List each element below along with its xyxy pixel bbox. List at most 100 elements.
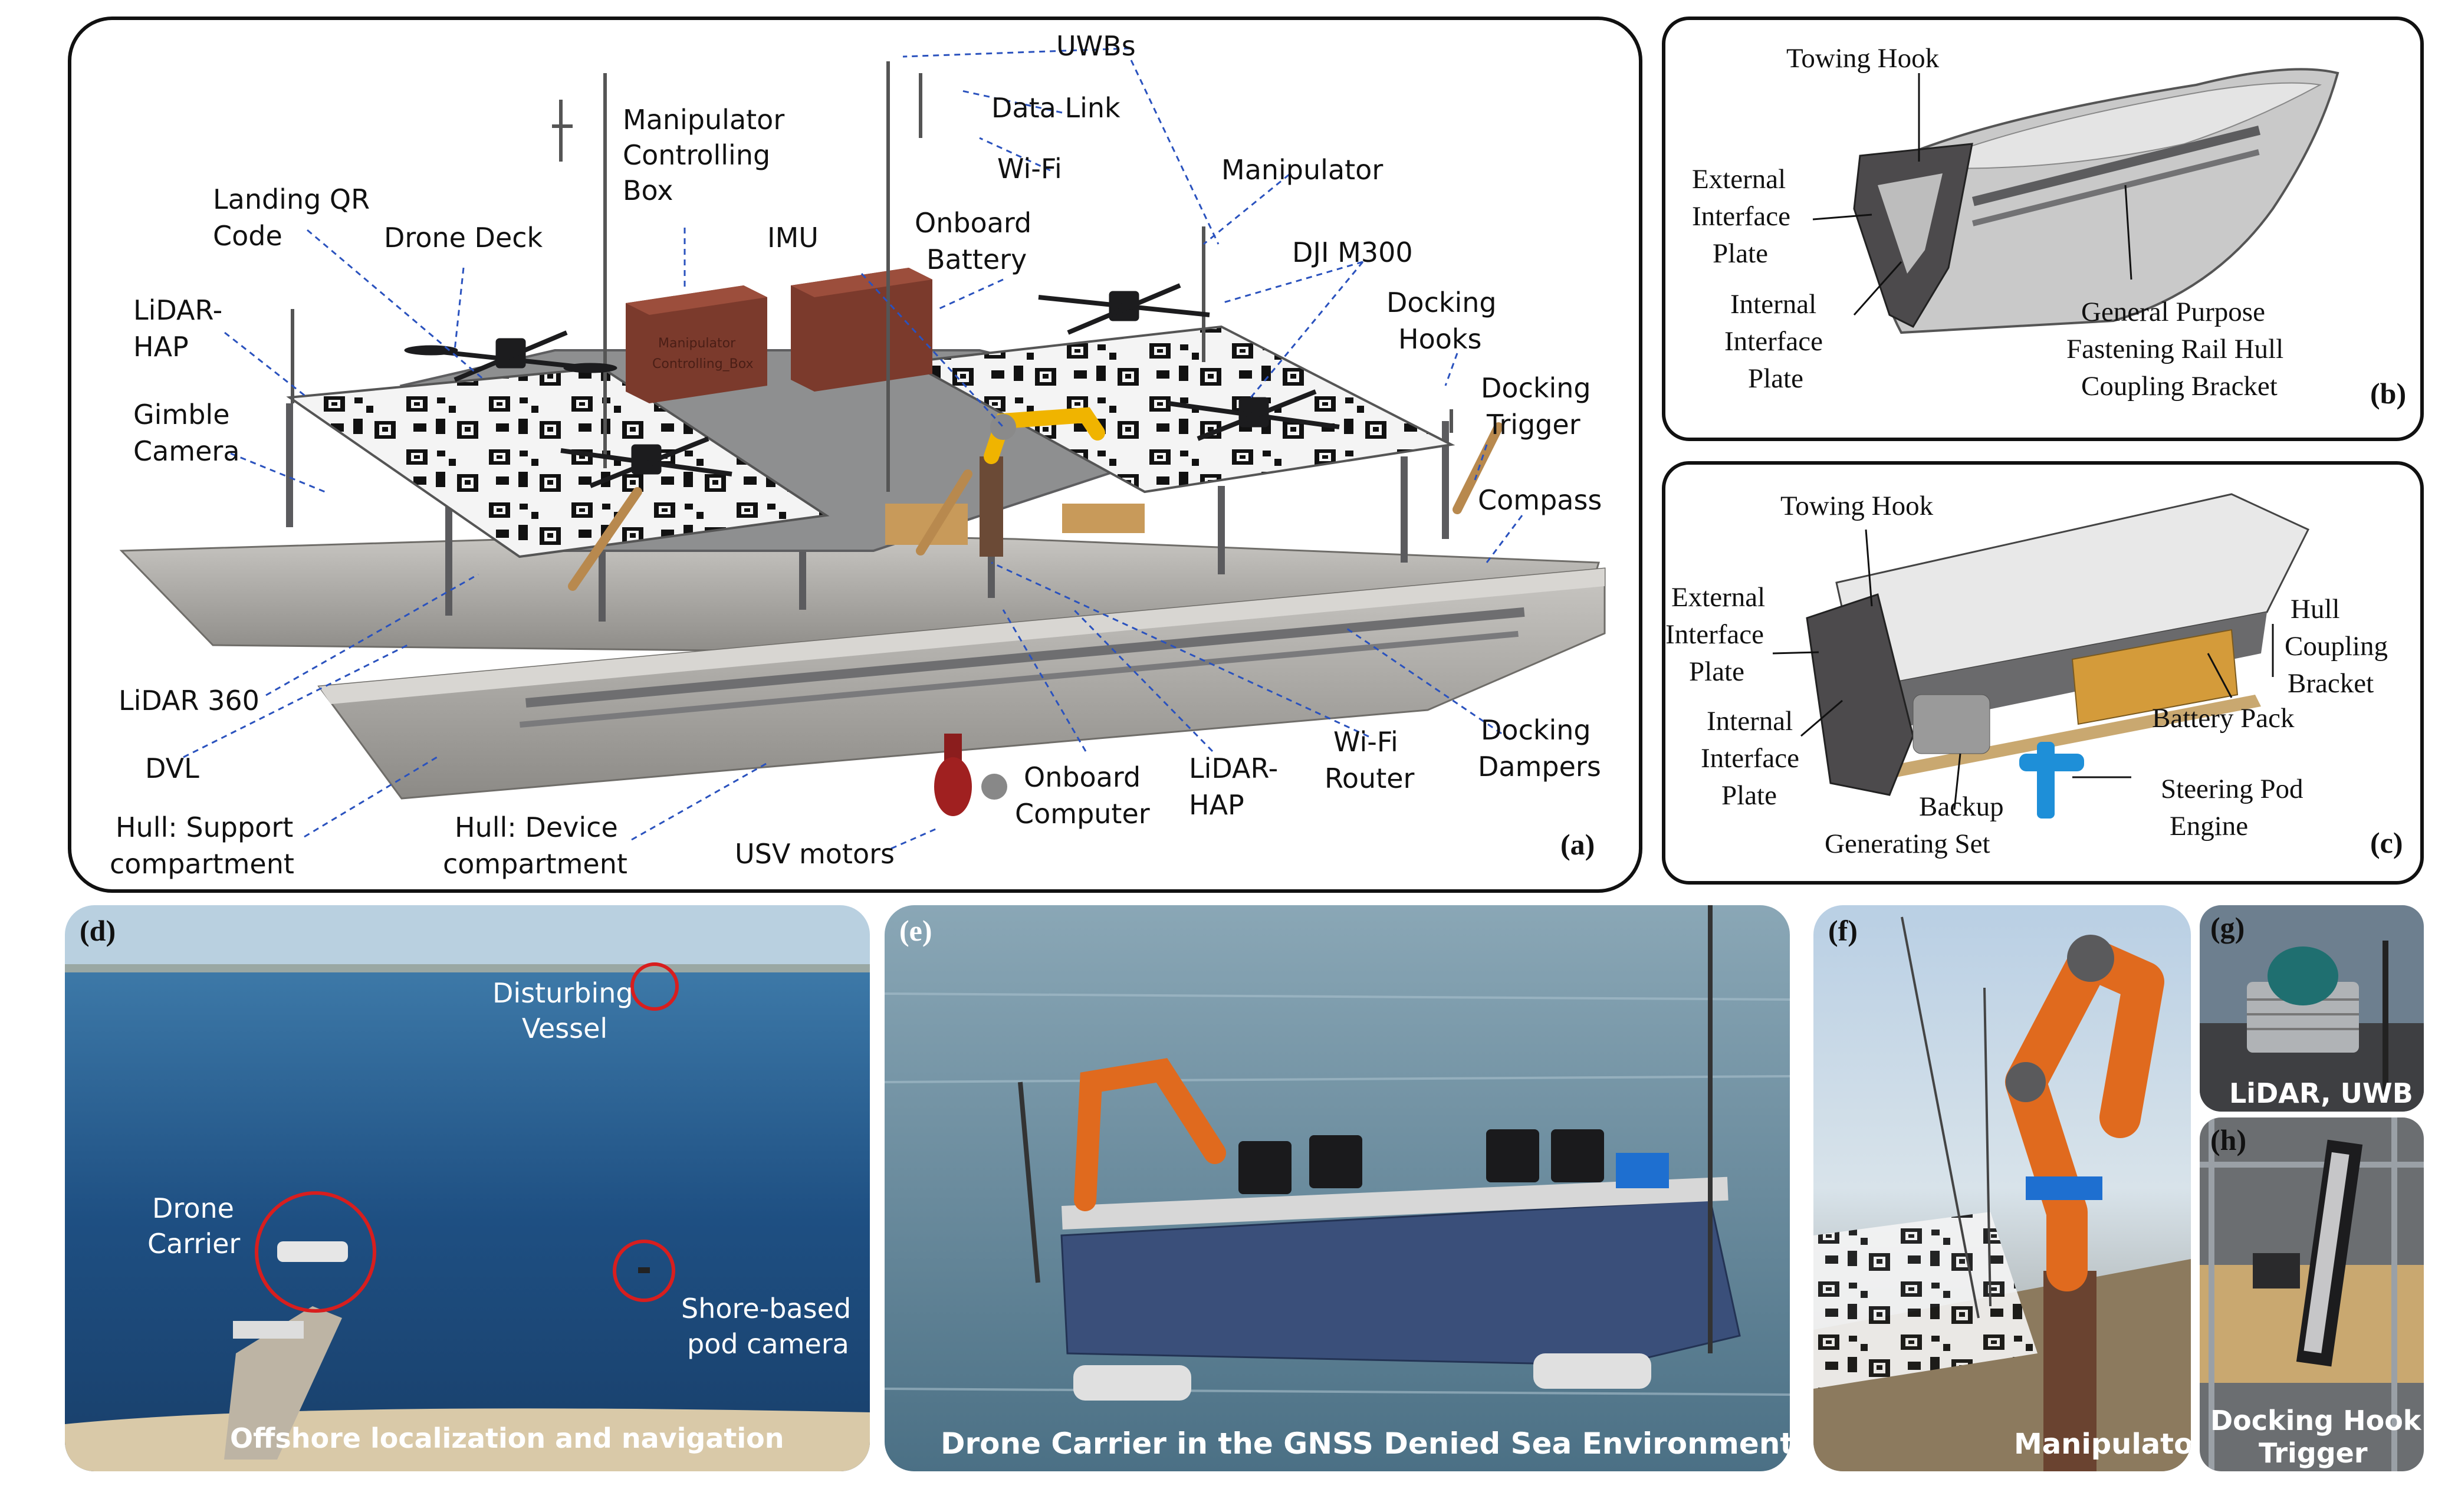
label-drone-deck: Drone Deck — [384, 222, 543, 254]
panel-g-photo: LiDAR, UWB (g) — [2200, 905, 2424, 1112]
label-dvl: DVL — [145, 752, 199, 784]
svg-text:Engine: Engine — [2170, 811, 2248, 842]
battery-box — [791, 268, 932, 392]
label-lidar-hap-bottom: LiDAR- — [1189, 752, 1278, 784]
panel-h-tag: (h) — [2210, 1123, 2246, 1156]
svg-text:Router: Router — [1325, 762, 1415, 794]
panel-e-photo: Drone Carrier in the GNSS Denied Sea Env… — [885, 905, 1790, 1471]
svg-text:Dampers: Dampers — [1478, 751, 1601, 783]
panel-d-photo: Disturbing Vessel Drone Carrier Shore-ba… — [65, 905, 870, 1471]
panel-c-canvas: Towing Hook External Interface Plate Hul… — [1665, 491, 2403, 859]
svg-text:Interface: Interface — [1665, 619, 1764, 650]
svg-text:pod camera: pod camera — [687, 1328, 849, 1360]
svg-text:Camera: Camera — [133, 435, 240, 467]
label-imu: IMU — [767, 222, 819, 254]
label-battery-pack: Battery Pack — [2152, 703, 2295, 734]
panel-c-tag: (c) — [2370, 826, 2403, 859]
label-manipulator: Manipulator — [1221, 154, 1383, 186]
label-gimble-camera: Gimble — [133, 399, 230, 430]
label-wifi: Wi-Fi — [997, 153, 1062, 185]
svg-text:Coupling: Coupling — [2285, 631, 2388, 662]
svg-text:Carrier: Carrier — [147, 1228, 240, 1260]
label-onboard-battery: Onboard — [915, 207, 1031, 239]
label-disturbing-vessel: Disturbing — [492, 977, 633, 1009]
svg-text:Generating Set: Generating Set — [1825, 829, 1990, 859]
camera-circle — [613, 1240, 675, 1302]
label-compass: Compass — [1478, 484, 1602, 516]
panel-a-canvas: Manipulator Controlling_Box — [110, 30, 1606, 880]
carrier-circle — [255, 1191, 376, 1313]
svg-text:Plate: Plate — [1748, 363, 1803, 394]
panel-g-canvas: LiDAR, UWB (g) — [2200, 905, 2424, 1112]
label-backup-generator: Backup — [1919, 791, 2004, 822]
usv-motor — [934, 734, 1007, 816]
caption-manipulator: Manipulator — [2014, 1428, 2191, 1461]
svg-text:Bracket: Bracket — [2288, 668, 2374, 699]
svg-text:Code: Code — [213, 220, 282, 252]
svg-text:Trigger: Trigger — [1486, 409, 1580, 441]
generator — [1912, 694, 1990, 754]
label-docking-dampers: Docking — [1481, 714, 1591, 746]
svg-text:Plate: Plate — [1713, 238, 1768, 269]
panel-d-tag: (d) — [80, 914, 116, 947]
svg-text:Box: Box — [623, 175, 673, 206]
label-rail-bracket: General Purpose — [2081, 297, 2265, 327]
pedestal — [2043, 1271, 2096, 1471]
panel-b-canvas: Towing Hook External Interface Plate Int… — [1692, 43, 2406, 410]
panel-b: Towing Hook External Interface Plate Int… — [1662, 17, 2424, 441]
panel-f-canvas: Manipulator (f) — [1813, 905, 2191, 1471]
label-docking-hooks: Docking — [1386, 287, 1497, 318]
panel-f-photo: Manipulator (f) — [1813, 905, 2191, 1471]
caption-lidar-uwb: LiDAR, UWB — [2229, 1077, 2413, 1109]
caption-gnss: Drone Carrier in the GNSS Denied Sea Env… — [941, 1426, 1790, 1461]
lidar-dome — [2268, 946, 2338, 1005]
label-drone-carrier: Drone — [152, 1192, 234, 1224]
label-lidar-hap: LiDAR- — [133, 294, 222, 326]
svg-text:Interface: Interface — [1724, 326, 1823, 357]
label-lidar-360: LiDAR 360 — [119, 685, 259, 716]
label-towing-hook: Towing Hook — [1786, 43, 1940, 74]
svg-text:Plate: Plate — [1689, 656, 1744, 687]
label-hull-support: Hull: Support — [116, 811, 293, 843]
svg-text:Plate: Plate — [1721, 780, 1777, 811]
label-towing-hook: Towing Hook — [1780, 491, 1934, 521]
panel-d-canvas: Disturbing Vessel Drone Carrier Shore-ba… — [65, 905, 870, 1471]
drone-1 — [404, 330, 617, 382]
battery-pack — [2071, 629, 2239, 725]
svg-text:HAP: HAP — [133, 331, 189, 363]
pier — [224, 1306, 342, 1460]
panel-a-tag: (a) — [1560, 828, 1595, 861]
panel-c: Towing Hook External Interface Plate Hul… — [1662, 461, 2424, 885]
vessel-circle — [630, 962, 679, 1011]
manipulator-arm — [980, 407, 1105, 557]
caption-offshore: Offshore localization and navigation — [230, 1422, 784, 1454]
orange-arm — [1074, 1058, 1226, 1211]
panel-f-tag: (f) — [1828, 914, 1858, 947]
label-wifi-router: Wi-Fi — [1333, 726, 1398, 758]
panel-a: Manipulator Controlling_Box — [68, 17, 1642, 893]
caption-docking-hook: Docking Hook — [2210, 1405, 2422, 1437]
panel-h-canvas: Docking Hook Trigger (h) — [2200, 1117, 2424, 1471]
svg-text:Trigger: Trigger — [2259, 1437, 2368, 1469]
label-docking-trigger: Docking — [1481, 372, 1591, 404]
label-hull-coupling: Hull — [2291, 594, 2340, 624]
svg-text:Fastening Rail Hull: Fastening Rail Hull — [2066, 334, 2283, 364]
svg-text:Hooks: Hooks — [1398, 323, 1481, 355]
label-usv-motors: USV motors — [735, 838, 895, 870]
carrier-deck — [1061, 1176, 1729, 1230]
drone-3 — [1038, 283, 1210, 335]
label-landing-qr: Landing QR — [213, 183, 370, 215]
svg-text:HAP: HAP — [1189, 789, 1244, 821]
label-internal-plate: Internal — [1730, 289, 1816, 320]
svg-text:Computer: Computer — [1015, 798, 1150, 830]
panel-b-tag: (b) — [2370, 377, 2406, 410]
svg-text:Interface: Interface — [1692, 201, 1790, 232]
panel-e-tag: (e) — [899, 914, 932, 947]
right-drone-deck — [905, 325, 1455, 494]
drone-4 — [1168, 389, 1340, 441]
svg-text:Battery: Battery — [926, 244, 1027, 275]
svg-text:compartment: compartment — [110, 848, 294, 880]
label-external-plate: External — [1692, 164, 1786, 195]
manipulator-box: Manipulator Controlling_Box — [626, 285, 767, 403]
label-steering-pod: Steering Pod — [2161, 774, 2303, 804]
